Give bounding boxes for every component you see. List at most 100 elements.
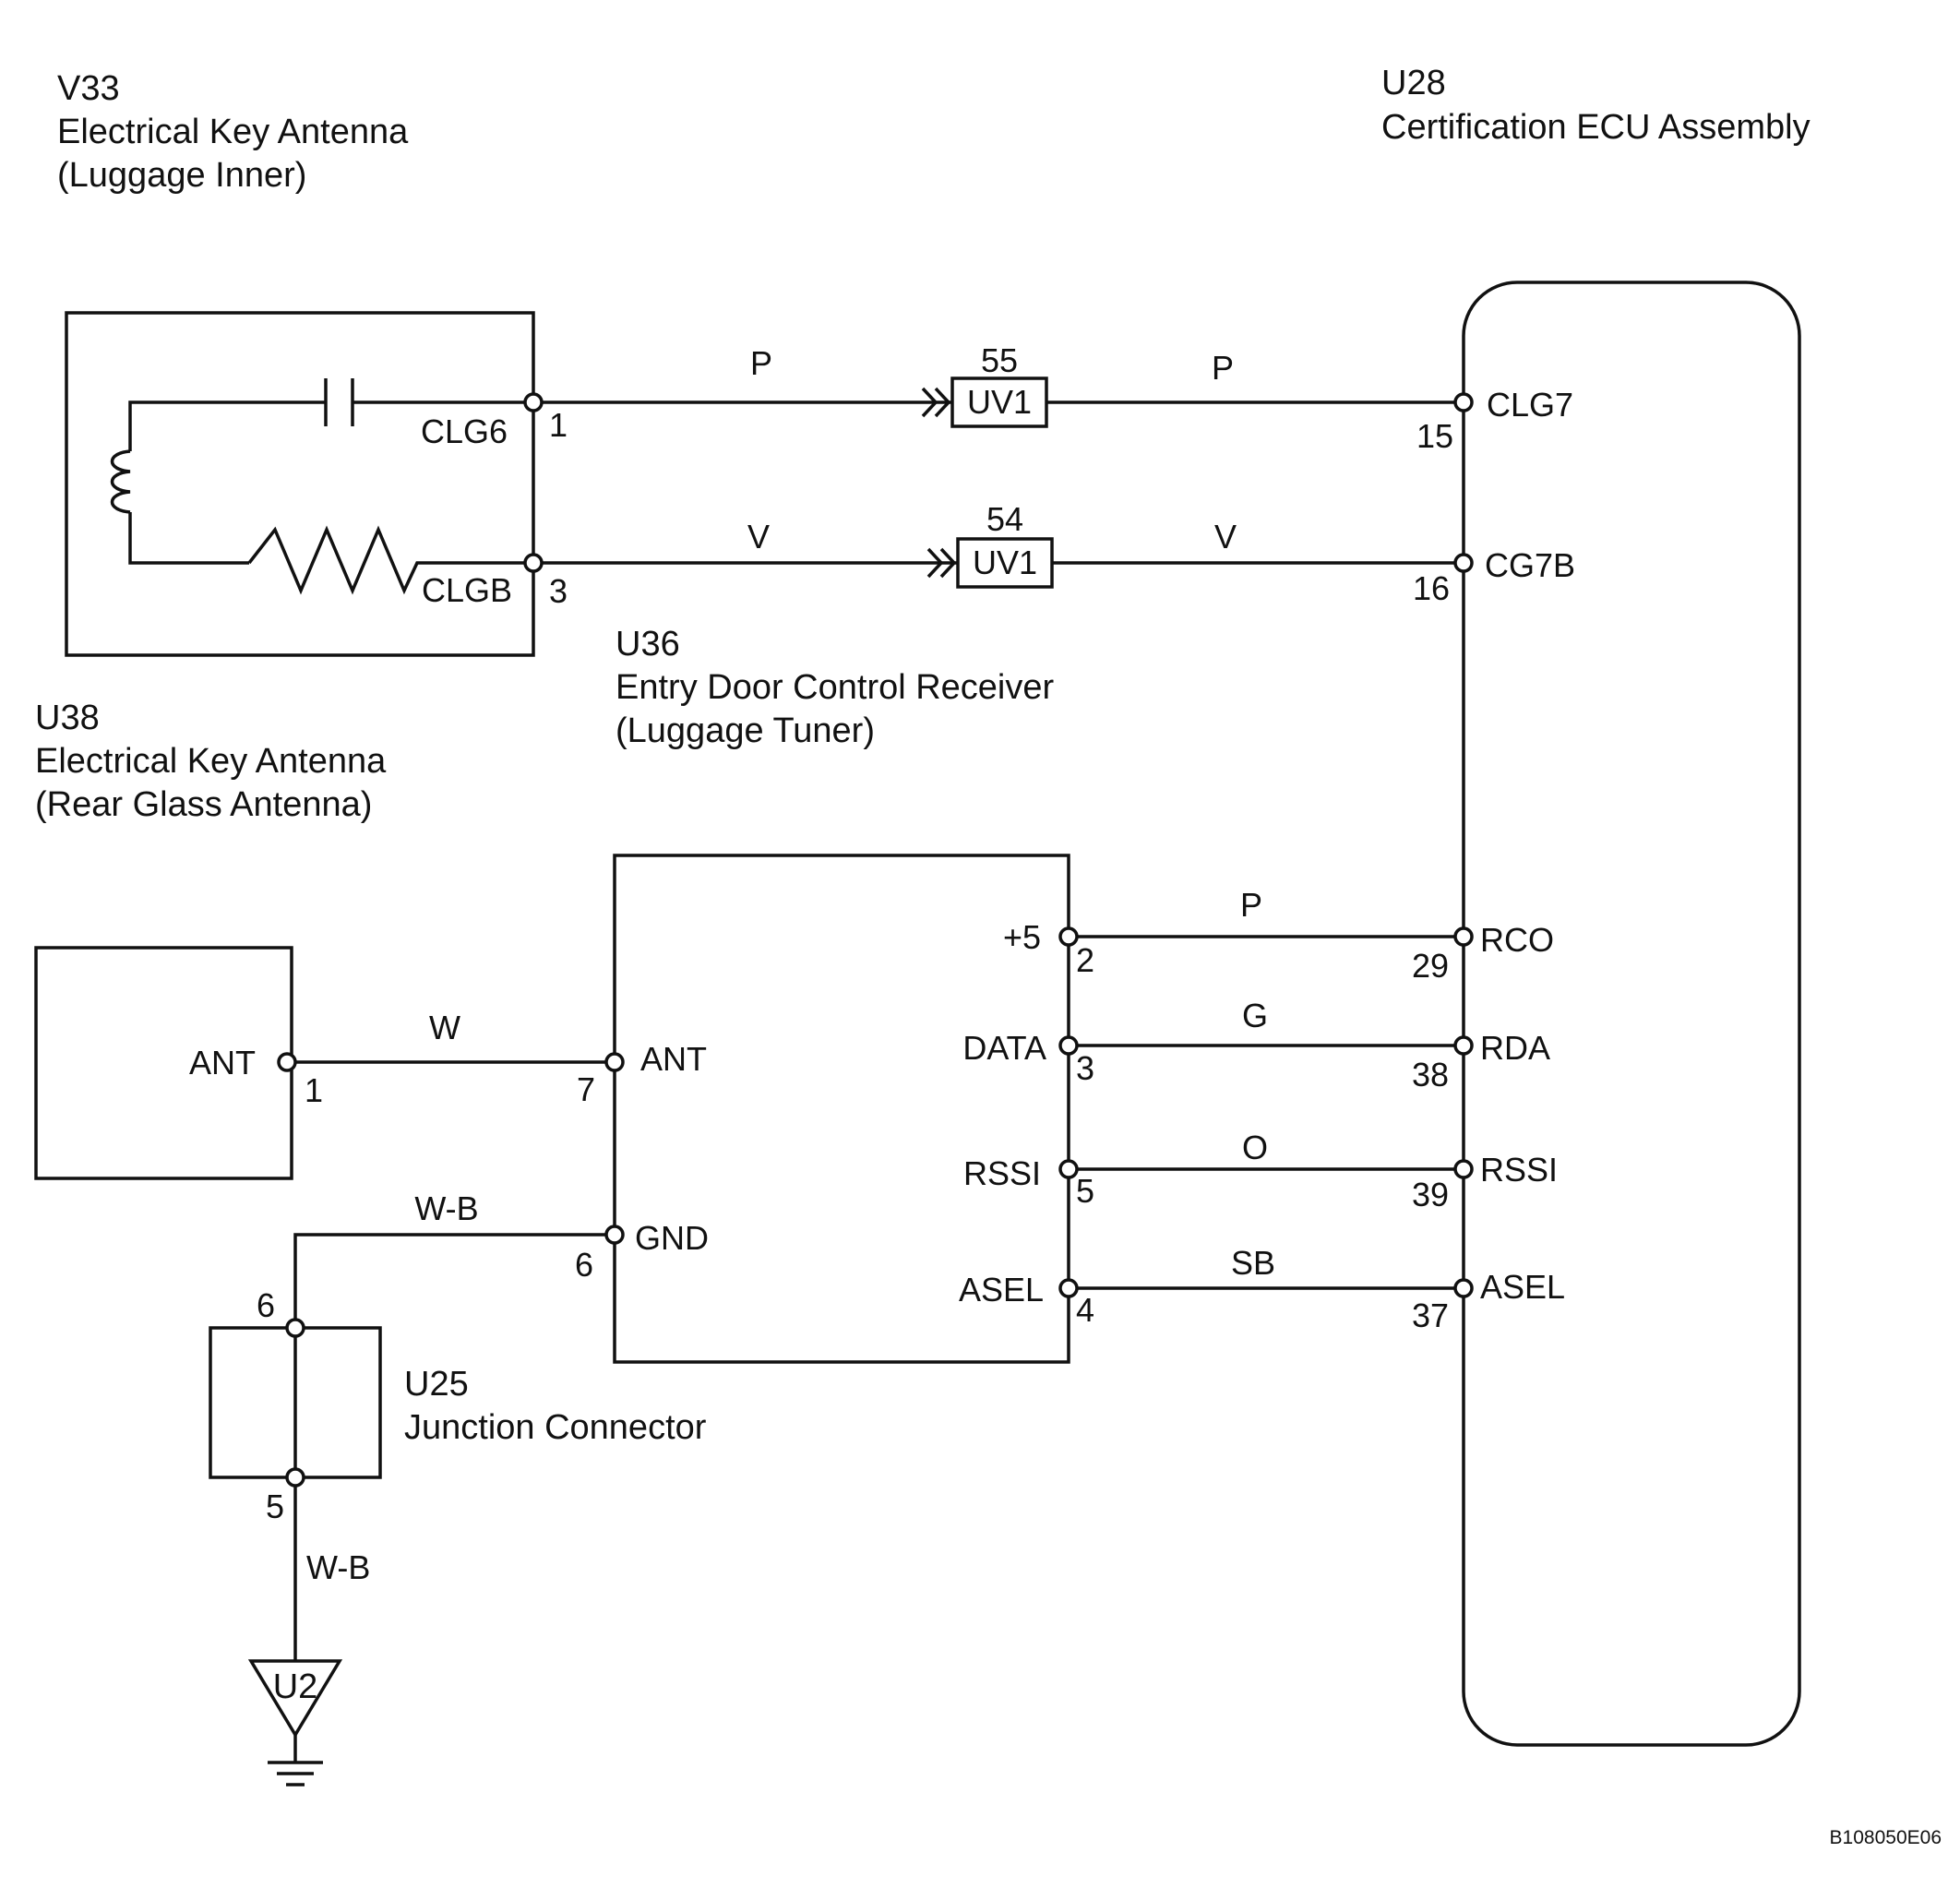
u28-terminal-37: [1453, 1278, 1474, 1298]
v33-name: Electrical Key Antenna: [57, 113, 409, 151]
resistor-icon: [247, 525, 533, 595]
wire-color-rco: P: [1240, 886, 1262, 924]
u28-terminal-16: [1453, 553, 1474, 573]
pin-num-u36-3: 3: [1076, 1049, 1094, 1087]
wire-rco: +5 2 P RCO 29: [1003, 886, 1554, 985]
u38-title: U38 Electrical Key Antenna (Rear Glass A…: [35, 699, 387, 824]
u25-id: U25: [404, 1365, 469, 1404]
u25-title: U25 Junction Connector: [404, 1365, 707, 1447]
connector-uv1-54-num: 54: [986, 500, 1023, 538]
pin-num-v33-1: 1: [549, 406, 568, 444]
pin-num-u36-6: 6: [575, 1246, 593, 1284]
wire-color-rda: G: [1242, 997, 1268, 1034]
wire-ant: W: [295, 1009, 606, 1064]
pin-num-u25-6: 6: [257, 1286, 275, 1324]
ground-icon: [268, 1761, 323, 1786]
u38-id: U38: [35, 699, 100, 737]
wire-color-clg-a: P: [750, 344, 772, 382]
v33-antenna-box: CLG6 1 CLGB 3: [65, 311, 568, 657]
u36-name: Entry Door Control Receiver: [615, 668, 1055, 707]
u36-subname: (Luggage Tuner): [615, 711, 875, 750]
pin-name-clg7: CLG7: [1487, 386, 1573, 424]
pin-num-u28-39: 39: [1412, 1176, 1449, 1213]
pin-num-u28-37: 37: [1412, 1297, 1449, 1334]
pin-num-u28-15: 15: [1416, 417, 1453, 455]
u36-title: U36 Entry Door Control Receiver (Luggage…: [615, 625, 1055, 750]
pin-num-u36-5: 5: [1076, 1172, 1094, 1210]
pin-num-v33-3: 3: [549, 572, 568, 610]
pin-name-rda: RDA: [1480, 1029, 1550, 1067]
pin-name-rssi: RSSI: [1480, 1151, 1558, 1189]
connector-uv1-54-name: UV1: [973, 544, 1037, 581]
u38-antenna-box: ANT 1: [34, 946, 323, 1180]
wire-color-rssi: O: [1242, 1129, 1268, 1166]
v33-title: V33 Electrical Key Antenna (Luggage Inne…: [57, 69, 409, 195]
u38-name: Electrical Key Antenna: [35, 742, 387, 781]
u25-junction-connector: 6 5: [209, 1286, 382, 1525]
wire-rssi: RSSI 5 O RSSI 39: [963, 1129, 1558, 1213]
u25-name: Junction Connector: [404, 1408, 707, 1447]
u36-terminal-3: [1058, 1035, 1079, 1056]
wire-color-gnd: W-B: [414, 1189, 478, 1227]
wire-color-cgb-a: V: [747, 518, 770, 556]
connector-uv1-55-name: UV1: [967, 383, 1032, 421]
u28-terminal-38: [1453, 1035, 1474, 1056]
pin-num-u36-4: 4: [1076, 1291, 1094, 1329]
wire-asel: ASEL 4 SB ASEL 37: [959, 1244, 1565, 1334]
connector-chevron-icon: [921, 387, 951, 418]
pin-num-u28-38: 38: [1412, 1056, 1449, 1093]
pin-num-u28-29: 29: [1412, 947, 1449, 985]
pin-name-u36-plus5: +5: [1003, 918, 1041, 956]
pin-num-u25-5: 5: [266, 1488, 284, 1525]
ground-point-triangle: [247, 1659, 343, 1739]
pin-name-u36-gnd: GND: [635, 1219, 709, 1257]
v33-terminal-3: [523, 553, 544, 573]
u28-ecu-box: [1462, 281, 1801, 1747]
u38-subname: (Rear Glass Antenna): [35, 785, 372, 824]
u36-terminal-6: [604, 1225, 625, 1245]
u25-terminal-6: [285, 1318, 305, 1338]
u28-terminal-39: [1453, 1159, 1474, 1179]
u28-terminal-15: [1453, 392, 1474, 412]
u28-outline: [1462, 281, 1801, 1747]
wire-color-asel: SB: [1231, 1244, 1275, 1282]
u36-terminal-2: [1058, 926, 1079, 947]
u38-terminal-1: [277, 1052, 297, 1072]
u28-id: U28: [1381, 64, 1446, 102]
pin-name-clg6: CLG6: [421, 412, 508, 450]
ground-point-label: U2: [273, 1667, 318, 1706]
u36-outline: [613, 854, 1070, 1364]
v33-upper-left-lead: [128, 400, 326, 451]
u36-terminal-7: [604, 1052, 625, 1072]
u36-terminal-4: [1058, 1278, 1079, 1298]
pin-num-u38-1: 1: [305, 1071, 323, 1109]
v33-subname: (Luggage Inner): [57, 156, 306, 195]
wire-rda: DATA 3 G RDA 38: [962, 997, 1550, 1093]
pin-name-u38-ant: ANT: [189, 1044, 256, 1081]
wire-color-ground: W-B: [306, 1548, 370, 1586]
u36-id: U36: [615, 625, 680, 663]
v33-outline: [65, 311, 535, 657]
wire-color-clg-b: P: [1212, 349, 1234, 387]
pin-name-rco: RCO: [1480, 921, 1554, 959]
figure-code: B108050E06: [1830, 1827, 1942, 1848]
wire-color-cgb-b: V: [1214, 518, 1237, 556]
wire-color-ant: W: [429, 1009, 460, 1046]
pin-name-u36-data: DATA: [962, 1029, 1046, 1067]
pin-name-asel: ASEL: [1480, 1268, 1565, 1306]
u28-title: U28 Certification ECU Assembly: [1381, 64, 1811, 147]
capacitor-icon: [324, 378, 354, 426]
pin-num-u28-16: 16: [1413, 569, 1450, 607]
coil-icon: [110, 449, 131, 514]
u25-terminal-5: [285, 1467, 305, 1488]
wire-clg: UV1 55 P P CLG7 15: [542, 341, 1573, 455]
connector-chevron-icon: [926, 547, 957, 579]
wire-ground: W-B: [293, 1486, 370, 1661]
v33-id: V33: [57, 69, 120, 108]
wire-gnd: W-B: [293, 1189, 606, 1320]
v33-lower-left-lead: [128, 512, 249, 565]
pin-name-u36-asel: ASEL: [959, 1271, 1044, 1308]
ground-point-u2: U2: [247, 1659, 343, 1786]
u28-name: Certification ECU Assembly: [1381, 108, 1811, 147]
